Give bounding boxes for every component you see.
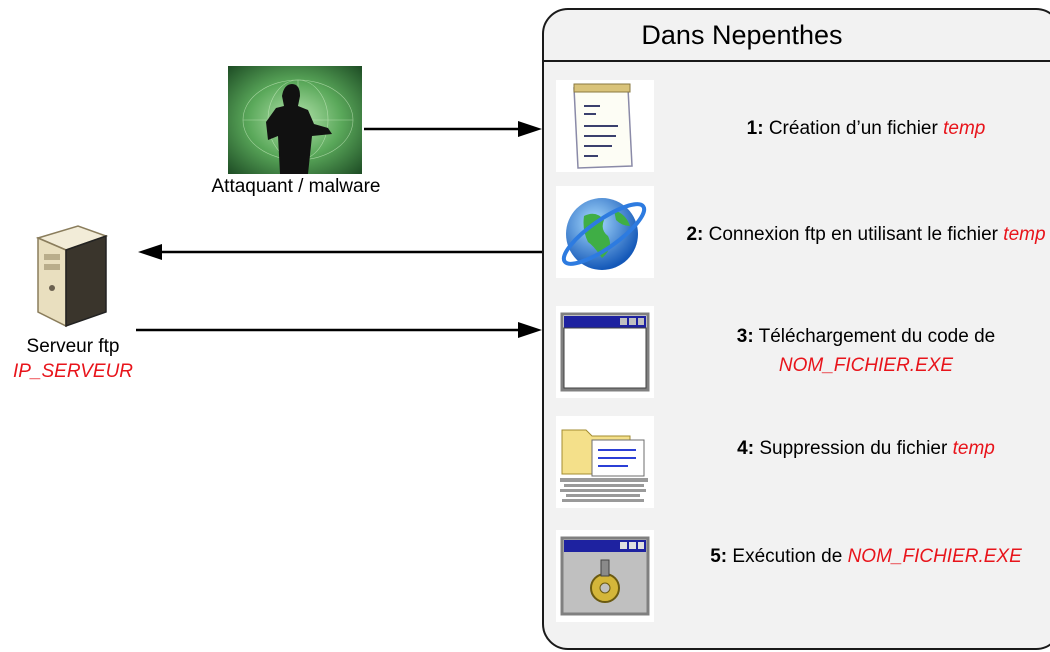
step-5-text: 5: Exécution de NOM_FICHIER.EXE bbox=[666, 542, 1050, 571]
step-4-num: 4: bbox=[737, 438, 755, 459]
step-1-desc: Création d’un fichier bbox=[763, 118, 944, 139]
server-ip: IP_SERVEUR bbox=[12, 361, 134, 382]
step-1-num: 1: bbox=[746, 118, 764, 139]
notepad-icon bbox=[556, 80, 654, 172]
step-4-desc: Suppression du fichier bbox=[754, 438, 953, 459]
server-name: Serveur ftp bbox=[26, 336, 120, 357]
hacker-silhouette-icon bbox=[228, 66, 362, 174]
step-2-desc: Connexion ftp en utilisant le fichier bbox=[703, 224, 1004, 245]
step-2-highlight: temp bbox=[1003, 224, 1046, 245]
step-3-highlight: NOM_FICHIER.EXE bbox=[778, 355, 954, 376]
step-1-highlight: temp bbox=[943, 118, 986, 139]
folder-delete-icon bbox=[556, 416, 654, 508]
step-3-num: 3: bbox=[736, 326, 754, 347]
step-5-num: 5: bbox=[710, 546, 728, 567]
step-3-text: 3: Téléchargement du code de NOM_FICHIER… bbox=[666, 322, 1050, 380]
panel-title: Dans Nepenthes bbox=[641, 19, 843, 50]
step-2-text: 2: Connexion ftp en utilisant le fichier… bbox=[666, 220, 1050, 249]
window-icon bbox=[556, 306, 654, 398]
step-5-desc: Exécution de bbox=[727, 546, 848, 567]
attacker-label: Attaquant / malware bbox=[211, 176, 381, 197]
server-label: Serveur ftp IP_SERVEUR bbox=[8, 334, 138, 384]
step-1-text: 1: Création d’un fichier temp bbox=[666, 114, 1050, 143]
panel-header: Dans Nepenthes bbox=[544, 10, 1050, 62]
globe-icon bbox=[556, 186, 654, 278]
step-4-text: 4: Suppression du fichier temp bbox=[666, 434, 1050, 463]
server-tower-icon bbox=[28, 224, 110, 328]
step-2-num: 2: bbox=[686, 224, 704, 245]
step-5-highlight: NOM_FICHIER.EXE bbox=[847, 546, 1022, 567]
step-3-desc: Téléchargement du code de bbox=[753, 326, 996, 347]
window-gear-icon bbox=[556, 530, 654, 622]
step-4-highlight: temp bbox=[952, 438, 995, 459]
